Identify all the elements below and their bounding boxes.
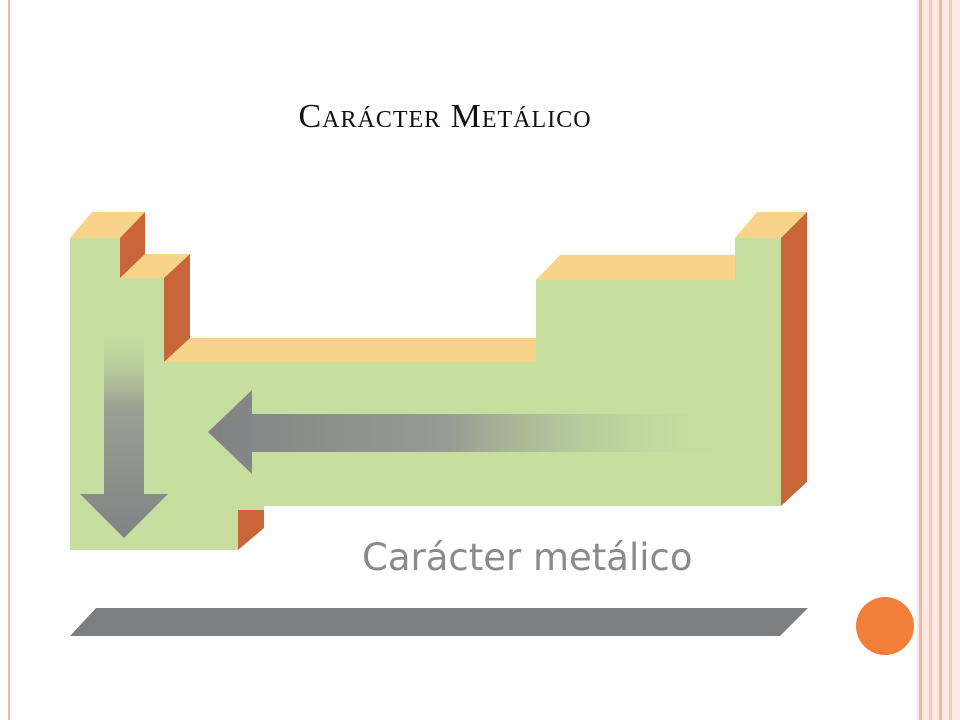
table-top-face-transition [162, 338, 536, 362]
arrow-down-icon [80, 318, 168, 538]
right-stripe [929, 0, 932, 720]
table-side-face-step [238, 510, 264, 550]
right-stripe [949, 0, 952, 720]
right-stripe [939, 0, 942, 720]
accent-dot [856, 597, 914, 655]
slide-title: Carácter Metálico [298, 98, 592, 135]
diagram-caption: Carácter metálico [362, 536, 693, 579]
f-block-base-bar [70, 608, 808, 636]
slide-right-decoration [917, 0, 960, 720]
table-side-face-group18 [781, 212, 807, 506]
table-side-face-group2 [164, 254, 190, 362]
slide-left-border [8, 0, 10, 720]
table-front-face [70, 238, 781, 550]
arrow-left-icon [208, 390, 745, 474]
table-side-face-group1 [120, 212, 145, 278]
right-stripe [919, 0, 922, 720]
table-top-face-p-block [536, 255, 757, 280]
